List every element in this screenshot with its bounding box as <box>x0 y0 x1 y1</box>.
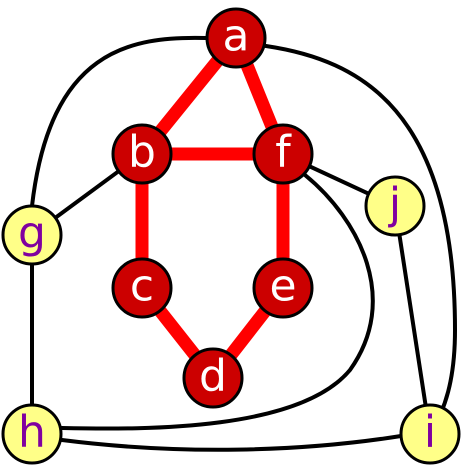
node-a-label: a <box>223 11 250 62</box>
node-e: e <box>252 257 314 319</box>
node-j: j <box>364 175 426 237</box>
node-h: h <box>1 403 63 465</box>
node-h-circle <box>1 403 63 465</box>
edge-j-i <box>393 204 432 436</box>
node-f-label: f <box>275 127 292 178</box>
node-g-label: g <box>18 208 46 259</box>
edges-layer <box>30 31 458 452</box>
node-b: b <box>111 123 173 185</box>
node-i-circle <box>399 403 461 465</box>
node-c-label: c <box>130 261 154 312</box>
node-e-circle <box>252 257 314 319</box>
node-i-label: i <box>424 407 436 458</box>
node-b-circle <box>111 123 173 185</box>
node-j-label: j <box>388 179 401 230</box>
node-d-circle <box>182 347 244 409</box>
node-c: c <box>111 257 173 319</box>
node-a-circle <box>205 7 267 69</box>
node-g: g <box>1 204 63 266</box>
node-c-circle <box>111 257 173 319</box>
node-j-circle <box>364 175 426 237</box>
node-a: a <box>205 7 267 69</box>
node-b-label: b <box>128 127 156 178</box>
edge-a-i <box>264 44 458 436</box>
node-i: i <box>399 403 461 465</box>
edge-a-g <box>30 35 208 208</box>
nodes-layer: a b f c ed g j h i <box>1 7 461 465</box>
edge-h-i <box>60 434 403 452</box>
node-f-circle <box>252 123 314 185</box>
node-h-label: h <box>18 407 46 458</box>
node-d: d <box>182 347 244 409</box>
node-f: f <box>252 123 314 185</box>
node-g-circle <box>1 204 63 266</box>
edge-f-h <box>60 173 375 431</box>
node-e-label: e <box>269 261 296 312</box>
node-d-label: d <box>199 351 227 402</box>
